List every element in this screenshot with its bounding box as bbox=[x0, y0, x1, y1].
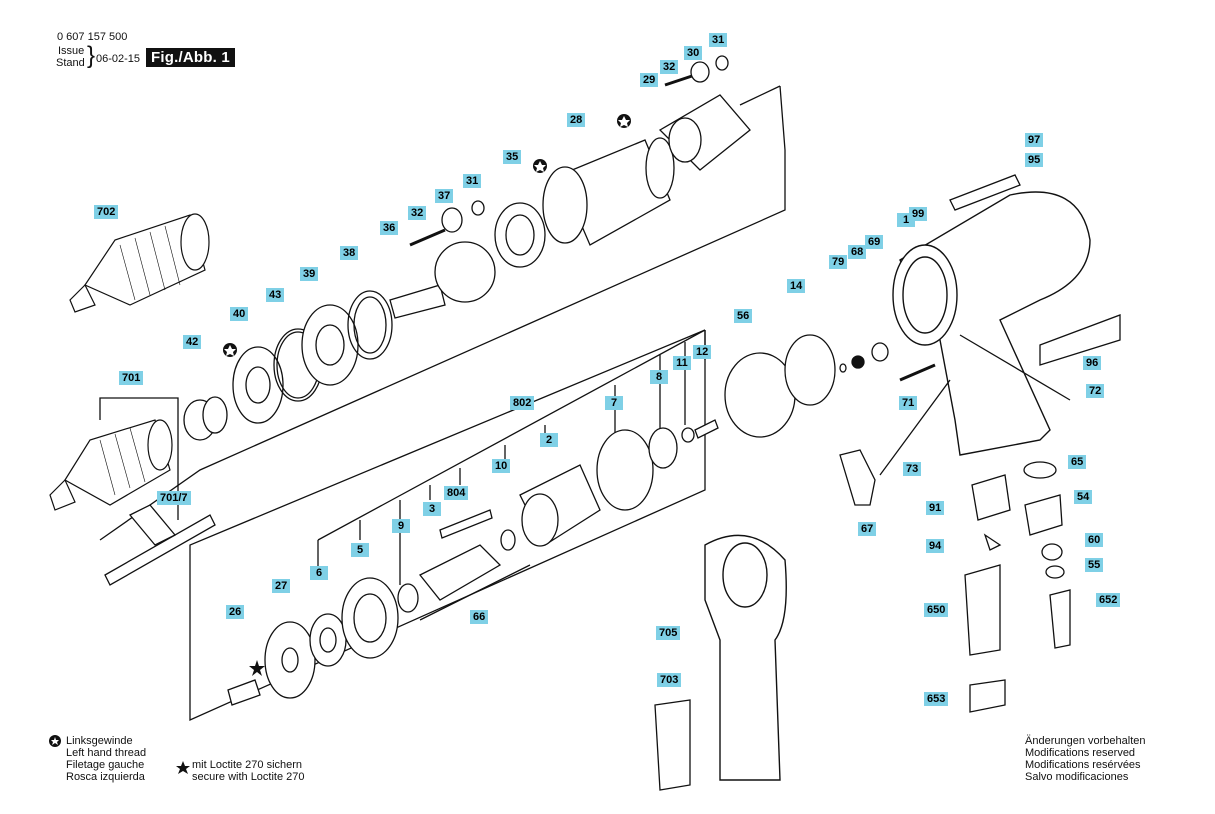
callout-73: 73 bbox=[903, 462, 922, 476]
callout-31-top: 31 bbox=[709, 33, 728, 47]
modifications-en: Modifications reserved bbox=[1025, 747, 1136, 759]
callout-79: 79 bbox=[829, 255, 848, 269]
callout-95: 95 bbox=[1025, 153, 1044, 167]
callout-3: 3 bbox=[423, 502, 441, 516]
legend-lht-de: Linksgewinde bbox=[66, 735, 133, 747]
legend-loctite-en: secure with Loctite 270 bbox=[192, 771, 305, 783]
callout-26: 26 bbox=[226, 605, 245, 619]
callout-68: 68 bbox=[848, 245, 867, 259]
callout-43: 43 bbox=[266, 288, 285, 302]
callout-8: 8 bbox=[650, 370, 668, 384]
legend-loctite: mit Loctite 270 sichern secure with Loct… bbox=[192, 759, 305, 783]
callout-703: 703 bbox=[657, 673, 682, 687]
modifications-notice: Änderungen vorbehalten Modifications res… bbox=[1025, 735, 1145, 783]
part-number: 0 607 157 500 bbox=[57, 31, 128, 43]
callout-9: 9 bbox=[392, 519, 410, 533]
callout-32-mid: 32 bbox=[408, 206, 427, 220]
callout-652: 652 bbox=[1096, 593, 1121, 607]
modifications-de: Änderungen vorbehalten bbox=[1025, 735, 1146, 747]
callout-650: 650 bbox=[924, 603, 949, 617]
side-handle-705 bbox=[704, 534, 787, 781]
legend-left-hand-thread: Linksgewinde Left hand thread Filetage g… bbox=[66, 735, 146, 783]
callout-12: 12 bbox=[693, 345, 712, 359]
modifications-es: Salvo modificaciones bbox=[1025, 771, 1129, 783]
callout-67: 67 bbox=[858, 522, 877, 536]
callout-36: 36 bbox=[380, 221, 399, 235]
brace: } bbox=[87, 42, 96, 69]
callout-97: 97 bbox=[1025, 133, 1044, 147]
callout-56: 56 bbox=[734, 309, 753, 323]
callout-91: 91 bbox=[926, 501, 945, 515]
issue-date: 06-02-15 bbox=[96, 53, 141, 65]
loctite-star-icon bbox=[176, 660, 265, 774]
legend-lht-es: Rosca izquierda bbox=[66, 771, 145, 783]
callout-701-7: 701/7 bbox=[157, 491, 191, 505]
figure-label: Fig./Abb. 1 bbox=[146, 48, 235, 67]
callout-94: 94 bbox=[926, 539, 945, 553]
tool-housing-1 bbox=[892, 191, 1091, 456]
chuck-701 bbox=[49, 419, 173, 511]
callout-37: 37 bbox=[435, 189, 454, 203]
callout-55: 55 bbox=[1085, 558, 1104, 572]
callout-804: 804 bbox=[444, 486, 469, 500]
modifications-fr: Modifications resérvées bbox=[1025, 759, 1141, 771]
callout-69: 69 bbox=[865, 235, 884, 249]
legend-loctite-de: mit Loctite 270 sichern bbox=[192, 759, 303, 771]
callout-10: 10 bbox=[492, 459, 511, 473]
callout-14: 14 bbox=[787, 279, 806, 293]
stand-label: Stand bbox=[56, 57, 85, 69]
chuck-702 bbox=[69, 213, 210, 313]
callout-705: 705 bbox=[656, 626, 681, 640]
callout-27: 27 bbox=[272, 579, 291, 593]
callout-60: 60 bbox=[1085, 533, 1104, 547]
callout-29: 29 bbox=[640, 73, 659, 87]
callout-6: 6 bbox=[310, 566, 328, 580]
callout-66: 66 bbox=[470, 610, 489, 624]
callout-702: 702 bbox=[94, 205, 119, 219]
callout-7: 7 bbox=[605, 396, 623, 410]
callout-65: 65 bbox=[1068, 455, 1087, 469]
legend-lht-fr: Filetage gauche bbox=[66, 759, 145, 771]
callout-701: 701 bbox=[119, 371, 144, 385]
callout-40: 40 bbox=[230, 307, 249, 321]
callout-5: 5 bbox=[351, 543, 369, 557]
callout-99: 99 bbox=[909, 207, 928, 221]
callout-72: 72 bbox=[1086, 384, 1105, 398]
callout-32-top: 32 bbox=[660, 60, 679, 74]
callout-35: 35 bbox=[503, 150, 522, 164]
issue-label: Issue bbox=[58, 45, 85, 57]
callout-96: 96 bbox=[1083, 356, 1102, 370]
assembly-frame-lower bbox=[189, 329, 706, 722]
callout-802: 802 bbox=[510, 396, 535, 410]
callout-42: 42 bbox=[183, 335, 202, 349]
callout-28: 28 bbox=[567, 113, 586, 127]
callout-2: 2 bbox=[540, 433, 558, 447]
callout-38: 38 bbox=[340, 246, 359, 260]
callout-30: 30 bbox=[684, 46, 703, 60]
callout-39: 39 bbox=[300, 267, 319, 281]
callout-11: 11 bbox=[673, 356, 691, 370]
callout-54: 54 bbox=[1074, 490, 1093, 504]
callout-653: 653 bbox=[924, 692, 949, 706]
callout-31-mid: 31 bbox=[463, 174, 482, 188]
callout-71: 71 bbox=[899, 396, 918, 410]
legend-lht-en: Left hand thread bbox=[66, 747, 147, 759]
